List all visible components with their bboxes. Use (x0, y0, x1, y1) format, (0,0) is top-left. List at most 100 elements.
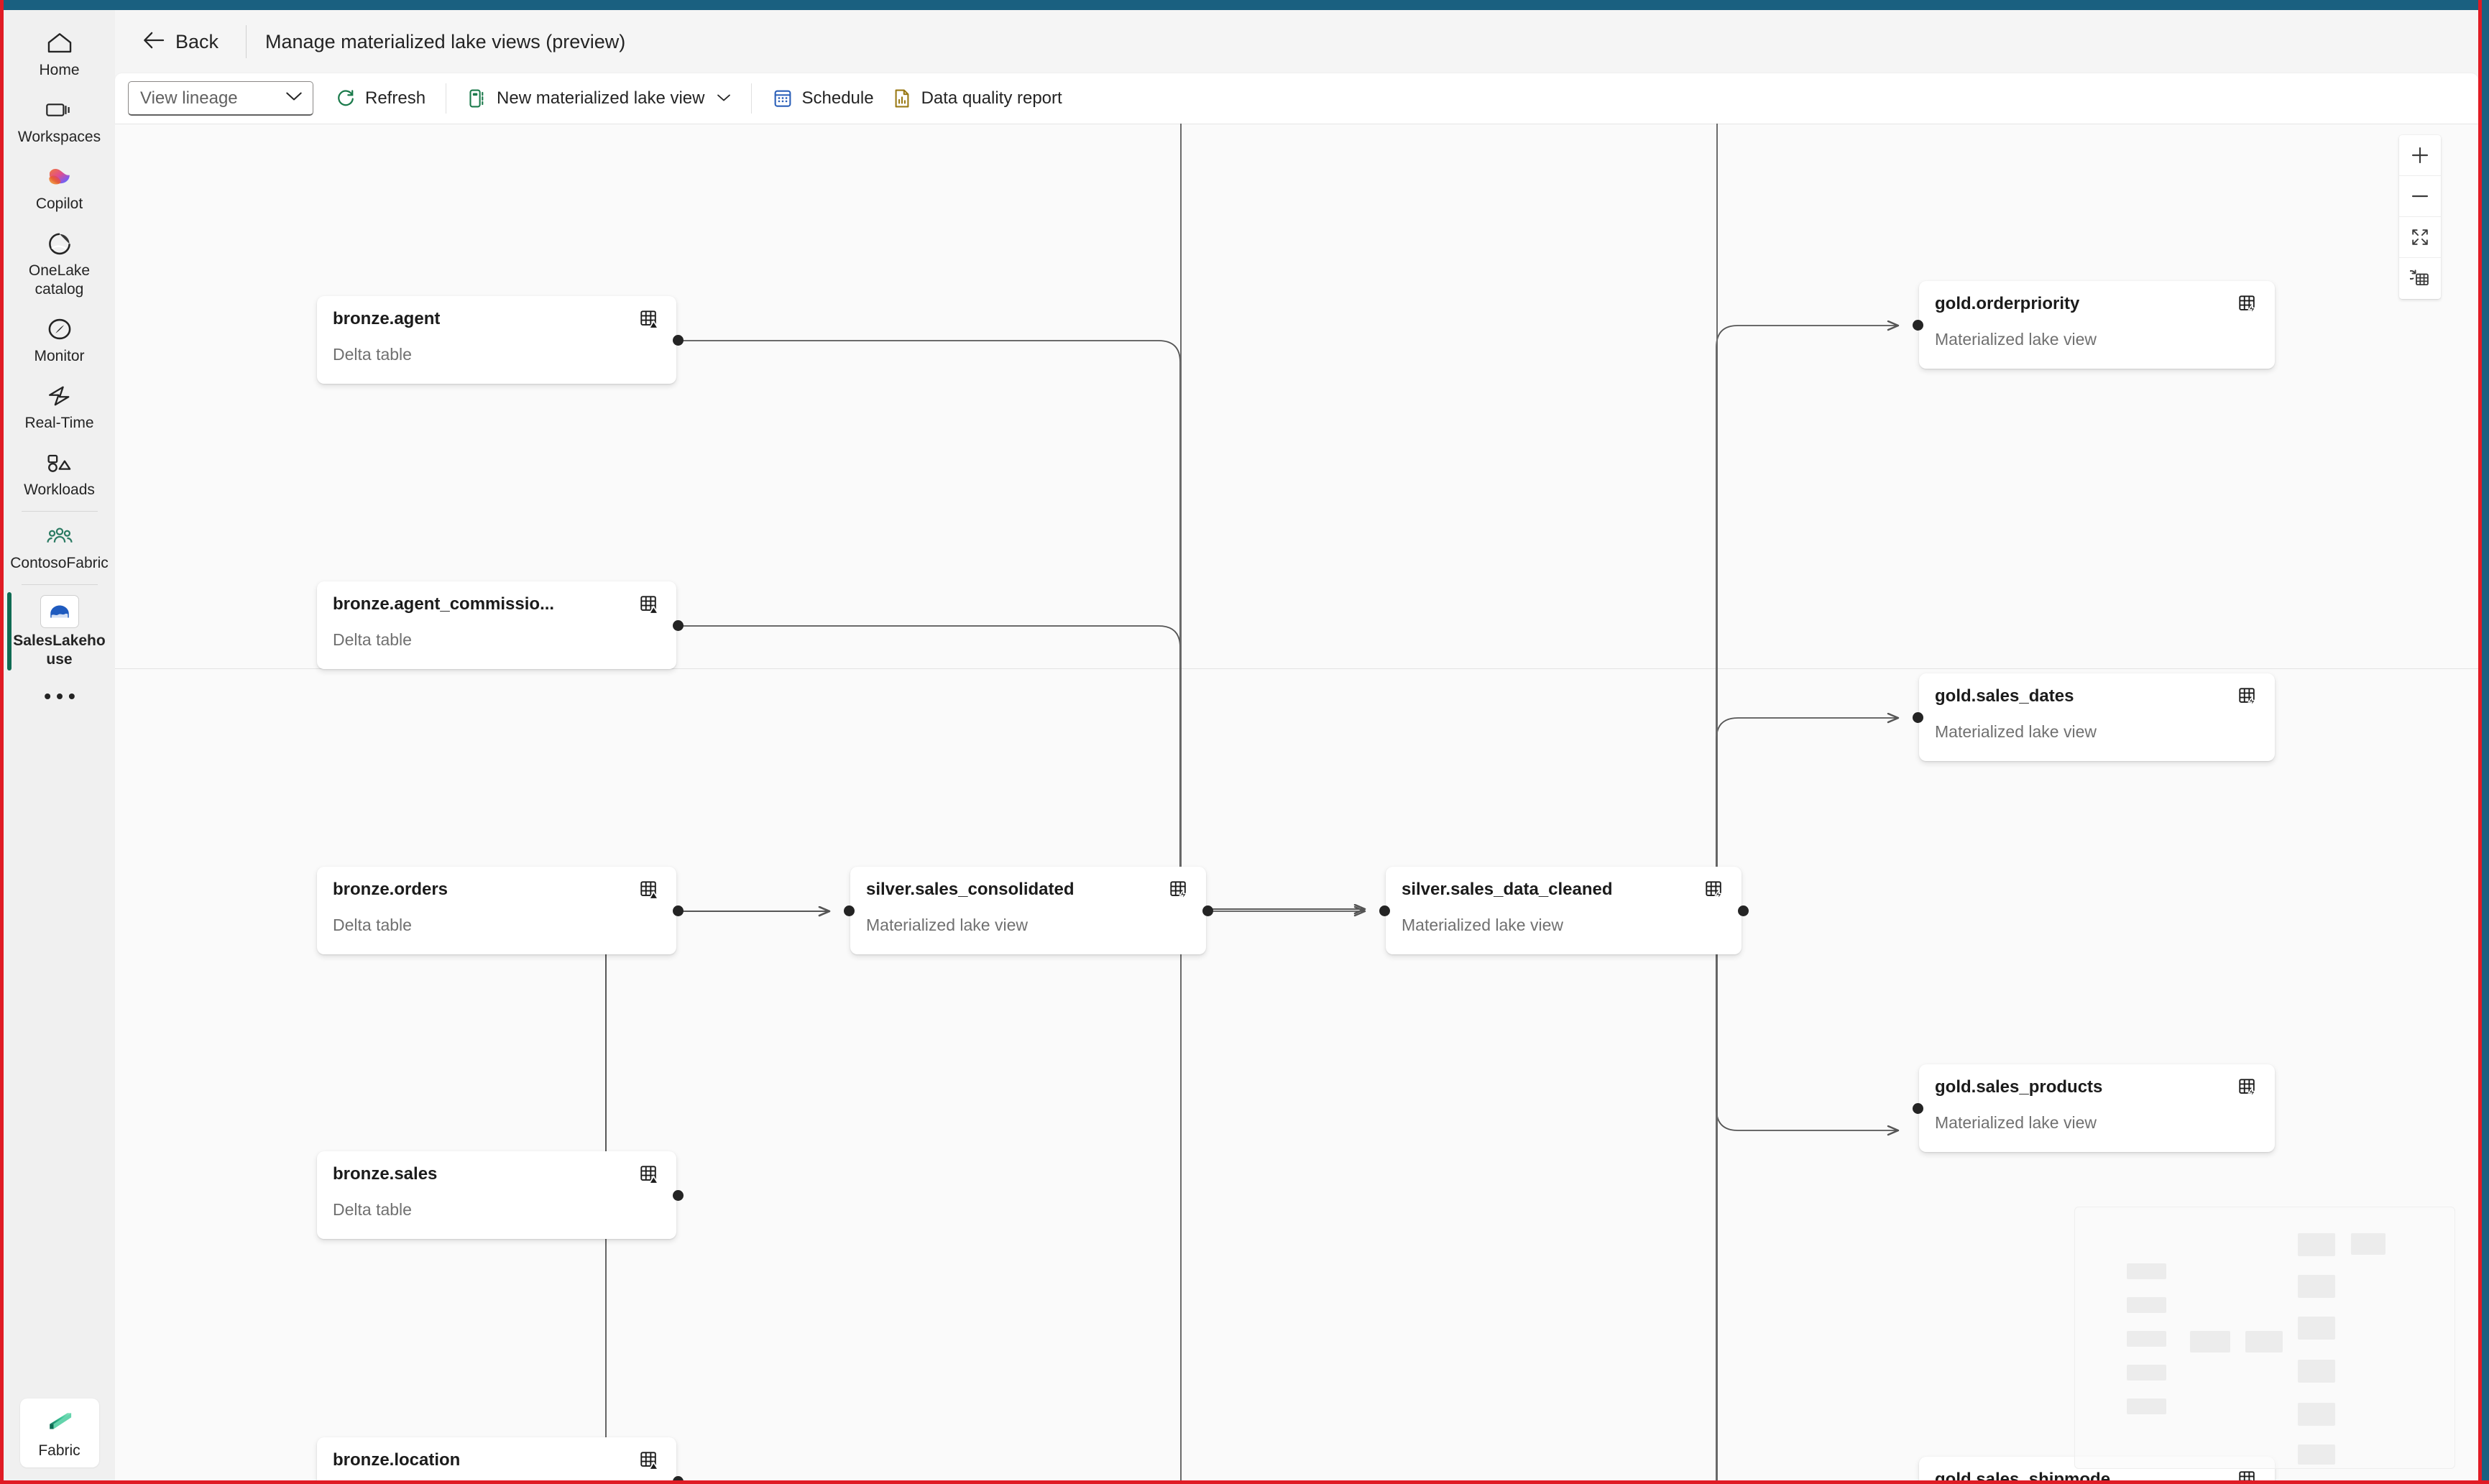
ellipsis-icon[interactable] (6, 676, 114, 716)
window-top-bar (0, 0, 2489, 10)
sidebar-item-workspaces[interactable]: Workspaces (6, 87, 114, 154)
view-lineage-dropdown[interactable]: View lineage (128, 81, 313, 116)
node-input-port (1379, 905, 1390, 916)
node-title: bronze.orders (333, 880, 448, 899)
fabric-logo-icon (43, 1406, 76, 1435)
refresh-icon (335, 88, 356, 109)
sidebar-item-label: Monitor (34, 348, 85, 364)
node-header-row: gold.orderpriority (1935, 294, 2259, 315)
refresh-button[interactable]: Refresh (326, 80, 434, 116)
materialized-lake-view-icon (1704, 880, 1726, 901)
data-quality-report-icon (891, 88, 913, 109)
sidebar-item-saleslakehouse[interactable]: SalesLakehouse (6, 586, 114, 676)
node-output-port (672, 334, 684, 346)
new-materialized-lake-view-button[interactable]: New materialized lake view (458, 80, 739, 116)
node-title: silver.sales_data_cleaned (1402, 880, 1613, 899)
node-subtitle: Delta table (333, 916, 412, 934)
node-header-row: bronze.agent (333, 309, 661, 331)
minimap-node-ghost (2298, 1360, 2335, 1383)
rail-divider (21, 511, 98, 512)
minimap-node-ghost (2127, 1297, 2166, 1313)
zoom-in-button[interactable] (2399, 135, 2441, 176)
new-materialized-lake-view-icon (466, 88, 488, 109)
refresh-label: Refresh (365, 88, 426, 108)
node-subtitle: Materialized lake view (1935, 1113, 2097, 1132)
chevron-down-icon (285, 91, 303, 106)
schedule-label: Schedule (801, 88, 874, 108)
monitor-icon (43, 315, 76, 344)
back-button[interactable]: Back (134, 25, 227, 59)
minimap-node-ghost (2298, 1317, 2335, 1340)
sidebar-item-label: OneLake catalog (28, 262, 91, 298)
node-title: bronze.agent_commissio... (333, 594, 555, 614)
real-time-icon (43, 382, 76, 410)
canvas-vertical-rule-left (1180, 124, 1182, 1480)
node-header-row: gold.sales_products (1935, 1077, 2259, 1099)
zoom-controls (2399, 135, 2441, 299)
node-output-port (1202, 905, 1213, 916)
back-label: Back (175, 30, 219, 52)
sidebar-item-home[interactable]: Home (6, 20, 114, 87)
node-header-row: gold.sales_dates (1935, 686, 2259, 708)
sidebar-item-monitor[interactable]: Monitor (6, 306, 114, 373)
schedule-button[interactable]: Schedule (763, 80, 883, 116)
data-quality-report-button[interactable]: Data quality report (883, 80, 1071, 116)
minimap-node-ghost (2127, 1263, 2166, 1279)
node-input-port (843, 905, 855, 916)
sidebar-item-contosofabric[interactable]: ContosoFabric (6, 513, 114, 580)
lineage-node-gold_sales_shipmode[interactable]: gold.sales_shipmodeMaterialized lake vie… (1919, 1457, 2275, 1480)
sidebar-item-real-time[interactable]: Real-Time (6, 373, 114, 440)
lakehouse-icon (40, 595, 79, 628)
schedule-icon (772, 88, 793, 109)
data-quality-report-label: Data quality report (921, 88, 1062, 108)
minimap-node-ghost (2298, 1403, 2335, 1426)
minimap-node-ghost (2190, 1331, 2230, 1352)
node-title: bronze.sales (333, 1164, 438, 1184)
toolbar-divider (750, 83, 752, 114)
fit-to-screen-button[interactable] (2399, 217, 2441, 258)
node-subtitle: Delta table (333, 1200, 412, 1219)
minimap-overlay (2074, 1207, 2455, 1469)
node-output-port (672, 905, 684, 916)
lineage-node-bronze_location[interactable]: bronze.locationDelta table (317, 1437, 676, 1480)
sidebar-item-label: Copilot (35, 195, 83, 212)
sidebar-item-onelake-catalog[interactable]: OneLake catalog (6, 221, 114, 306)
node-subtitle: Materialized lake view (866, 916, 1028, 934)
zoom-out-button[interactable] (2399, 176, 2441, 217)
node-subtitle: Delta table (333, 345, 412, 364)
minimap-node-ghost (2127, 1365, 2166, 1381)
node-header-row: bronze.location (333, 1450, 661, 1472)
onelake-catalog-icon (43, 229, 76, 258)
node-subtitle: Materialized lake view (1402, 916, 1563, 934)
sidebar-item-copilot[interactable]: Copilot (6, 154, 114, 221)
node-title: gold.orderpriority (1935, 294, 2080, 313)
sidebar-item-label: Real-Time (24, 415, 94, 431)
sidebar-item-label: Workloads (24, 481, 95, 498)
command-toolbar: View lineage Refresh (115, 73, 2478, 124)
sidebar-item-workloads[interactable]: Workloads (6, 440, 114, 507)
fabric-home-button[interactable]: Fabric (19, 1398, 99, 1467)
minimap-node-ghost (2127, 1398, 2166, 1414)
page-header: Back Manage materialized lake views (pre… (115, 10, 2478, 73)
node-output-port (1737, 905, 1749, 916)
sidebar-item-label: ContosoFabric (10, 555, 109, 571)
node-output-port (672, 619, 684, 631)
window-right-border (2482, 0, 2489, 1484)
page-title: Manage materialized lake views (preview) (265, 30, 626, 52)
node-subtitle: Materialized lake view (1935, 330, 2097, 349)
node-header-row: bronze.sales (333, 1164, 661, 1186)
reset-layout-button[interactable] (2399, 258, 2441, 299)
header-divider (246, 25, 247, 58)
lineage-node-bronze_agent_commission[interactable]: bronze.agent_commissio...Delta table (317, 581, 676, 669)
workspace-people-icon (43, 522, 76, 550)
